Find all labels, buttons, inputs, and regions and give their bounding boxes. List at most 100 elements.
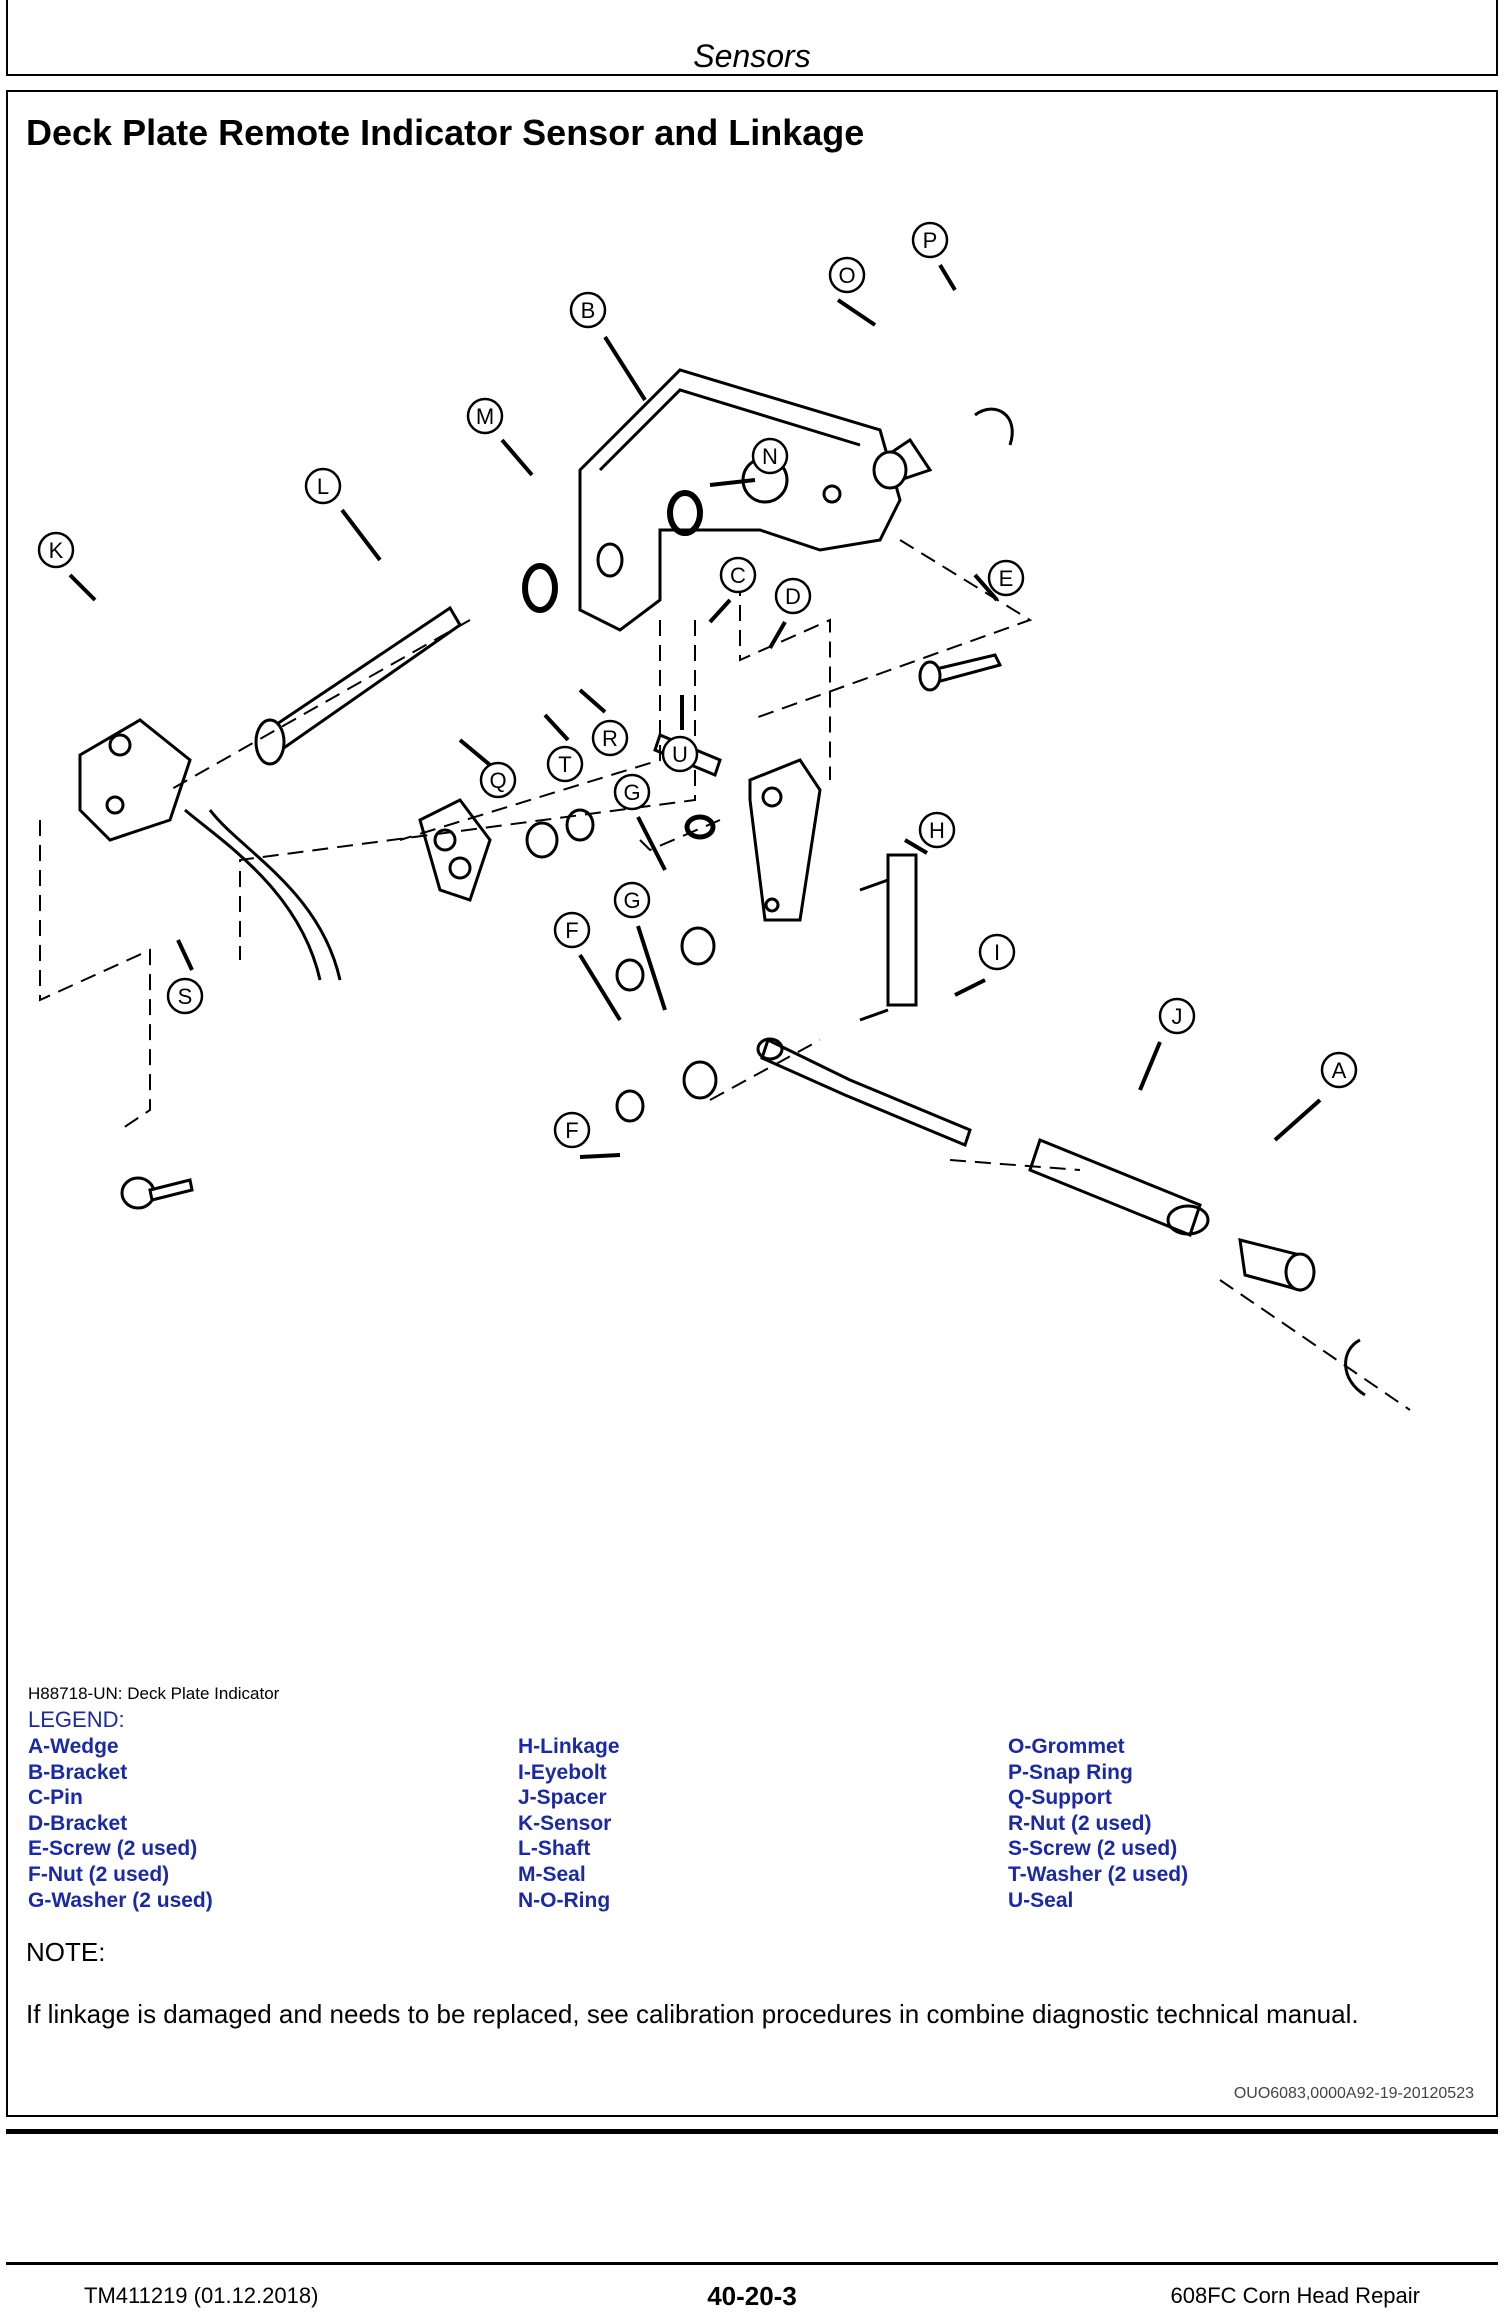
- legend-item: E-Screw (2 used): [28, 1837, 198, 1861]
- legend-item: U-Seal: [1008, 1888, 1074, 1912]
- legend-column-3: O-Grommet P-Snap Ring Q-Support R-Nut (2…: [1008, 1734, 1188, 1913]
- callout-circle: [613, 881, 651, 919]
- legend-item: A-Wedge: [28, 1735, 119, 1758]
- callout-letter: D: [785, 584, 801, 609]
- callout-leader: [458, 738, 492, 767]
- callout-circle: [911, 221, 949, 259]
- callout-circle: [37, 531, 75, 569]
- callout-circle: [661, 735, 699, 773]
- content-box: [6, 90, 1498, 2117]
- callout-leader: [578, 953, 622, 1022]
- callout-leader: [636, 816, 667, 871]
- callout-letter: K: [49, 538, 64, 563]
- callout-leader: [543, 713, 570, 742]
- callout-circle: [1320, 1051, 1358, 1089]
- legend-item: J-Spacer: [518, 1786, 607, 1810]
- legend-item: B-Bracket: [28, 1760, 128, 1784]
- divider-rule: [6, 2129, 1498, 2134]
- figure-caption: H88718-UN: Deck Plate Indicator: [28, 1684, 280, 1703]
- callout-circle: [569, 291, 607, 329]
- callout-circle: [828, 256, 866, 294]
- callout-letter: N: [762, 444, 778, 469]
- callout-leader: [340, 508, 382, 562]
- legend-column-2: H-Linkage I-Eyebolt J-Spacer K-Sensor L-…: [518, 1734, 620, 1913]
- callout-circle: [546, 745, 584, 783]
- callout-circle: [613, 773, 651, 811]
- page-heading: Deck Plate Remote Indicator Sensor and L…: [26, 112, 865, 153]
- callout-letter: F: [565, 918, 578, 943]
- callout-letter: J: [1172, 1004, 1183, 1029]
- callout-letter: G: [623, 888, 640, 913]
- callout-leader: [68, 573, 97, 602]
- legend-item: K-Sensor: [518, 1811, 612, 1835]
- footer-rule: [6, 2262, 1498, 2265]
- callout-leader: [636, 925, 667, 1011]
- callout-letter: P: [923, 228, 938, 253]
- legend-item: C-Pin: [28, 1786, 83, 1810]
- callout-circle: [479, 761, 517, 799]
- callout-leader: [578, 688, 607, 714]
- callout-leader: [176, 939, 194, 971]
- legend-title: LEGEND:: [28, 1707, 125, 1732]
- legend-item: G-Washer (2 used): [28, 1888, 213, 1912]
- callout-letter: G: [623, 780, 640, 805]
- legend-item: M-Seal: [518, 1862, 586, 1886]
- callout-letter: T: [558, 752, 571, 777]
- callout-leader: [579, 1153, 621, 1159]
- callout-leader: [708, 598, 732, 624]
- legend-item: F-Nut (2 used): [28, 1862, 170, 1886]
- legend-item: R-Nut (2 used): [1008, 1811, 1152, 1835]
- callout-circle: [751, 437, 789, 475]
- legend-item: S-Screw (2 used): [1008, 1837, 1178, 1861]
- callout-letter: O: [838, 263, 855, 288]
- callout-letter: A: [1332, 1058, 1347, 1083]
- callout-letter: H: [929, 818, 945, 843]
- callout-circle: [304, 467, 342, 505]
- callout-leader: [1273, 1098, 1322, 1142]
- callout-circle: [553, 911, 591, 949]
- callout-circle: [1158, 997, 1196, 1035]
- callout-letter: R: [602, 726, 618, 751]
- callout-leader: [768, 621, 787, 649]
- callout-letter: U: [672, 742, 688, 767]
- footer-manual-title: 608FC Corn Head Repair: [1170, 2283, 1420, 2308]
- note-label: NOTE:: [26, 1937, 106, 1967]
- callout-letter: F: [565, 1118, 578, 1143]
- callout-circle: [719, 556, 757, 594]
- callout-circle: [466, 397, 504, 435]
- callout-letter: M: [476, 404, 494, 429]
- callout-letter: I: [994, 940, 1000, 965]
- callout-letter: C: [730, 563, 746, 588]
- legend-item: P-Snap Ring: [1008, 1760, 1133, 1784]
- page-number: 40-20-3: [707, 2281, 797, 2311]
- callout-leader: [903, 838, 929, 855]
- callout-circle: [987, 559, 1025, 597]
- callout-letter: E: [999, 566, 1014, 591]
- legend-item: D-Bracket: [28, 1811, 128, 1835]
- legend-item: H-Linkage: [518, 1735, 620, 1758]
- callout-leader: [836, 298, 877, 327]
- callout-circle: [918, 811, 956, 849]
- callout-letter: Q: [489, 768, 506, 793]
- footer-manual-id: TM411219 (01.12.2018): [84, 2283, 319, 2308]
- legend-item: L-Shaft: [518, 1837, 591, 1861]
- legend-column-1: A-Wedge B-Bracket C-Pin D-Bracket E-Scre…: [28, 1734, 213, 1913]
- callout-circle: [553, 1111, 591, 1149]
- callout-leader: [954, 978, 986, 997]
- callout-leader: [1138, 1041, 1162, 1091]
- callout-letter: S: [178, 984, 193, 1009]
- callout-letter: L: [317, 474, 329, 499]
- callout-leader: [938, 263, 957, 292]
- section-title: Sensors: [693, 38, 811, 74]
- callout-circle: [774, 577, 812, 615]
- note-text: If linkage is damaged and needs to be re…: [26, 1999, 1359, 2029]
- legend-item: O-Grommet: [1008, 1735, 1125, 1758]
- callout-leader: [603, 335, 647, 402]
- header-frame: [6, 0, 1498, 76]
- callout-leader: [500, 438, 534, 477]
- callout-circle: [978, 933, 1016, 971]
- document-reference: OUO6083,0000A92-19-20120523: [1233, 2085, 1474, 2102]
- callout-leader: [709, 478, 756, 487]
- callout-circle: [591, 719, 629, 757]
